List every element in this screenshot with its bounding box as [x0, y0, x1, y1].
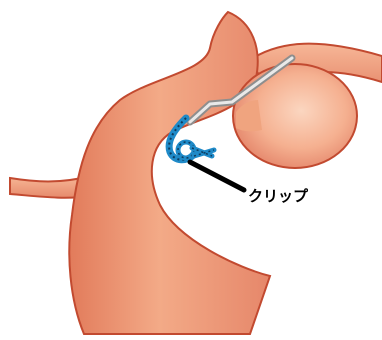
clip-label: クリップ [248, 187, 309, 205]
main-artery [69, 12, 270, 334]
clip-leader-line [190, 162, 244, 190]
